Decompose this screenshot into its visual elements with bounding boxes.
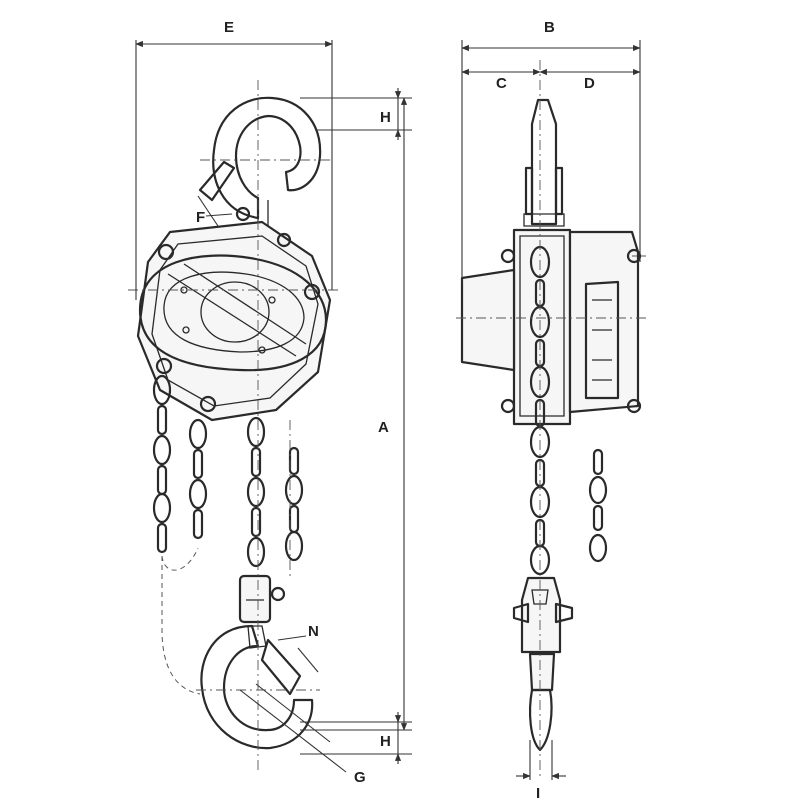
bottom-hook-latch — [260, 638, 302, 696]
body-bolt — [199, 395, 217, 413]
label-e: E — [224, 19, 234, 36]
centerlines — [128, 60, 646, 780]
bottom-hook-block — [238, 574, 286, 624]
hand-chain-left — [152, 374, 172, 554]
top-hook-latch — [198, 160, 236, 202]
side-top-hook — [523, 98, 565, 227]
label-h-bottom: H — [380, 733, 391, 750]
label-a: A — [378, 419, 389, 436]
label-i: I — [536, 785, 540, 800]
body-bolt — [303, 283, 321, 301]
hoist-body-front — [136, 220, 332, 422]
label-n: N — [308, 623, 319, 640]
label-g: G — [354, 769, 366, 786]
gear-cover — [138, 254, 328, 372]
label-b: B — [544, 19, 555, 36]
dimension-labels: E B C D H F A N H G I — [196, 19, 595, 800]
bottom-hook — [200, 624, 314, 750]
label-d: D — [584, 75, 595, 92]
load-chain-slack — [161, 418, 208, 571]
side-bottom-hook — [512, 576, 574, 752]
label-h-top: H — [380, 109, 391, 126]
hand-chain-right — [284, 446, 304, 562]
body-bolt — [276, 232, 292, 248]
front-view — [136, 96, 332, 750]
load-chain-main — [246, 416, 266, 568]
dimension-lines — [135, 40, 646, 780]
label-f: F — [196, 209, 205, 226]
label-c: C — [496, 75, 507, 92]
top-hook — [198, 96, 322, 238]
side-hand-chain — [588, 448, 608, 563]
side-bolt — [500, 248, 516, 264]
top-hook-latch-pin — [235, 206, 251, 222]
hoist-body-side — [460, 228, 642, 426]
body-bolt — [157, 243, 175, 261]
side-view — [460, 98, 642, 752]
side-bolt — [500, 398, 516, 414]
body-bolt — [155, 357, 173, 375]
side-bolt — [626, 398, 642, 414]
